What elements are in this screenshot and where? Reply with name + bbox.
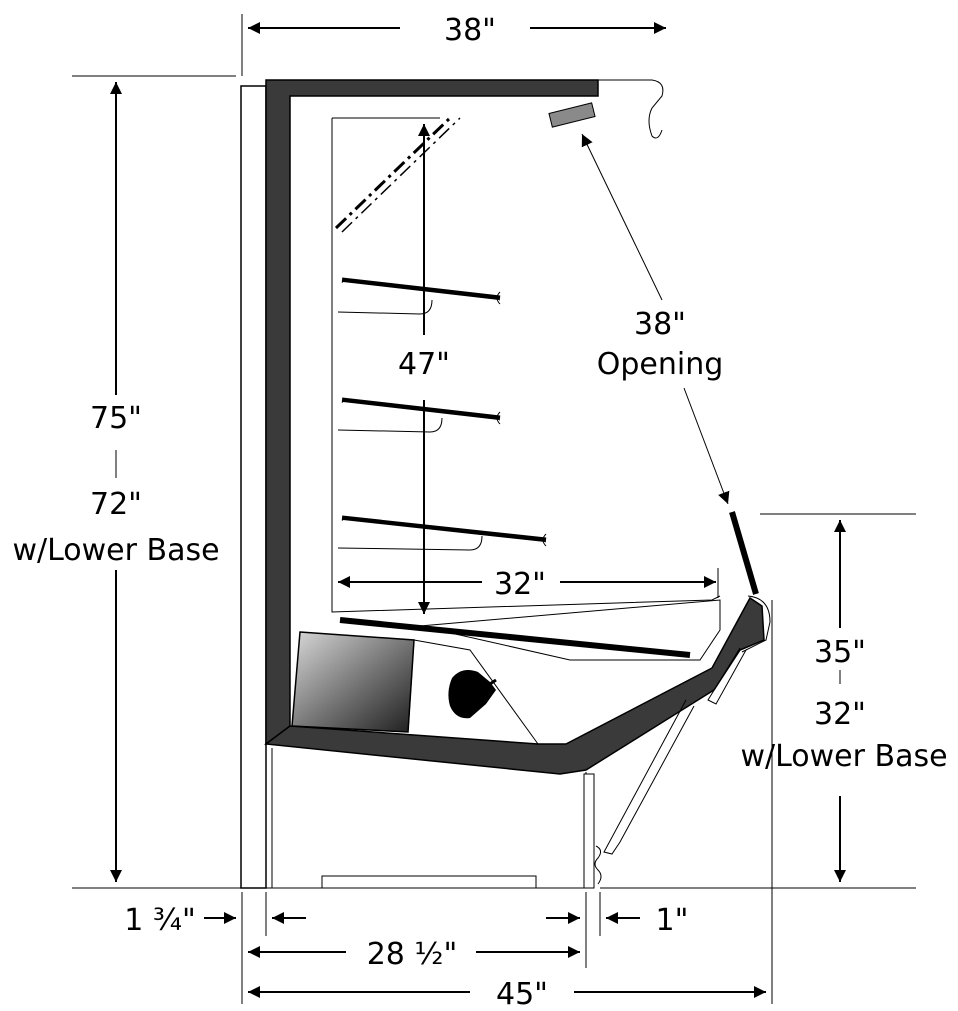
dimension-lines <box>72 14 916 1004</box>
bumper-depth-label: 1 ¾" <box>124 903 196 938</box>
rear-bumper <box>240 85 267 889</box>
insulated-floor <box>264 596 765 775</box>
shelf-depth-label: 32" <box>494 567 546 602</box>
opening-dimension-label: 38" <box>634 307 686 342</box>
front-glass <box>729 511 759 595</box>
front-lower-base-note: w/Lower Base <box>740 739 947 774</box>
front-height-lower-base-label: 32" <box>814 697 866 732</box>
inner-liner <box>331 117 721 613</box>
lower-base-note: w/Lower Base <box>12 533 219 568</box>
overall-height-lower-base-label: 72" <box>90 487 142 522</box>
toe-kick-label: 1" <box>656 903 689 938</box>
kick-plate <box>583 773 595 889</box>
dimension-labels: 38" 75" 72" w/Lower Base 47" 38" Opening… <box>12 13 947 1011</box>
dimension-line-arrow <box>581 133 663 301</box>
canopy-lip <box>598 79 664 139</box>
front-panel-strut <box>603 699 695 855</box>
evaporator-coil <box>291 631 415 733</box>
deck-pan <box>339 617 691 658</box>
front-height-label: 35" <box>814 635 866 670</box>
rear-air-duct <box>334 116 452 230</box>
width-top-label: 38" <box>444 13 496 48</box>
dimension-line-arrow <box>683 387 730 505</box>
air-grille <box>548 102 596 128</box>
base-depth-label: 28 ½" <box>367 937 458 972</box>
interior-height-label: 47" <box>398 347 450 382</box>
front-panel-strut <box>707 647 747 705</box>
overall-depth-label: 45" <box>496 977 548 1011</box>
shelf <box>337 277 501 315</box>
fan-motor <box>448 670 496 719</box>
overall-height-label: 75" <box>90 401 142 436</box>
shelf <box>337 515 547 551</box>
cabinet-body <box>240 79 771 889</box>
opening-label: Opening <box>597 347 724 382</box>
shelf <box>337 397 501 433</box>
